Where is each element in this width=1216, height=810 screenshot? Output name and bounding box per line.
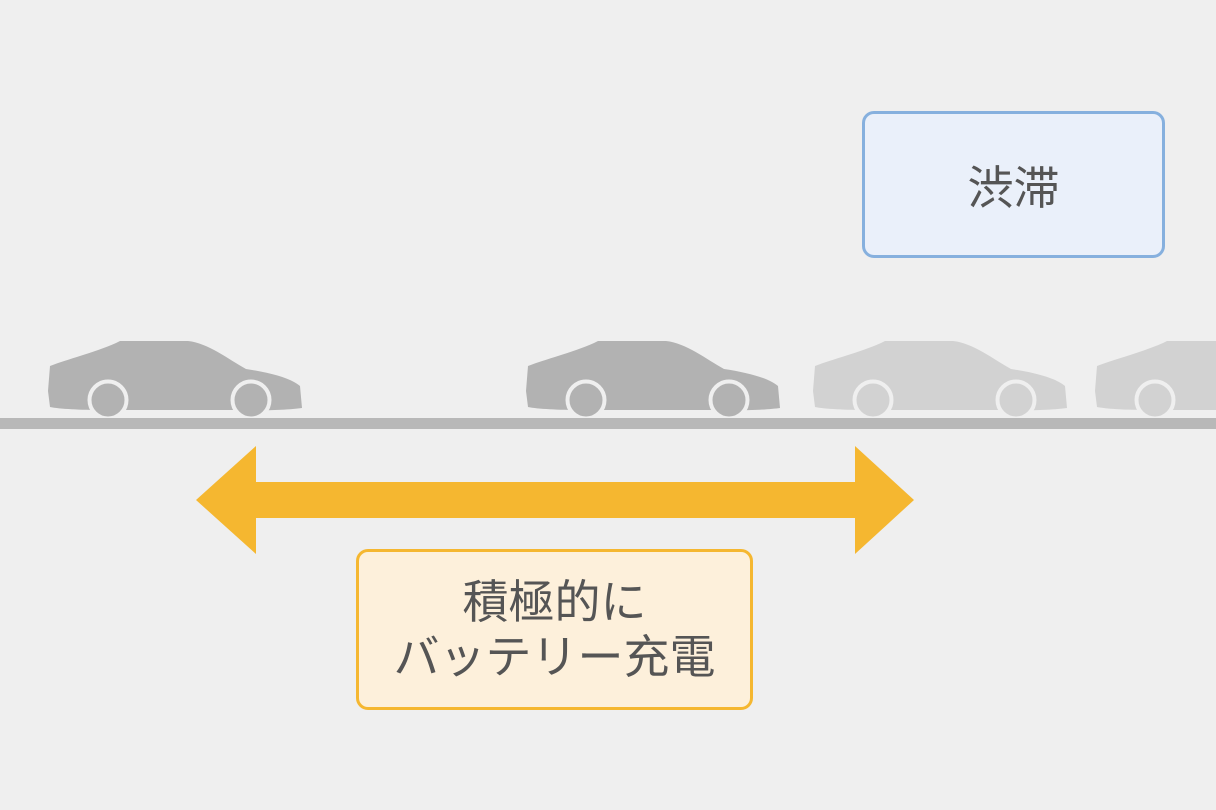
traffic-jam-label: 渋滞: [967, 160, 1060, 215]
traffic-jam-label-box: 渋滞: [862, 111, 1165, 258]
double-arrow: [196, 446, 914, 554]
car-2: [526, 341, 780, 421]
car-3: [813, 341, 1067, 421]
car-wheel: [230, 379, 272, 421]
car-body: [1095, 341, 1216, 410]
car-wheel: [995, 379, 1037, 421]
battery-charge-label-box: 積極的に バッテリー充電: [356, 549, 753, 710]
charge-label-line-2: バッテリー充電: [393, 629, 716, 684]
cars-layer: [48, 341, 1216, 421]
car-4: [1095, 341, 1216, 421]
car-wheel: [87, 379, 129, 421]
road-line: [0, 418, 1216, 429]
car-1: [48, 341, 302, 421]
car-wheel: [852, 379, 894, 421]
car-wheel: [565, 379, 607, 421]
car-wheel: [1134, 379, 1176, 421]
charge-label-line-1: 積極的に: [462, 575, 647, 630]
car-wheel: [708, 379, 750, 421]
